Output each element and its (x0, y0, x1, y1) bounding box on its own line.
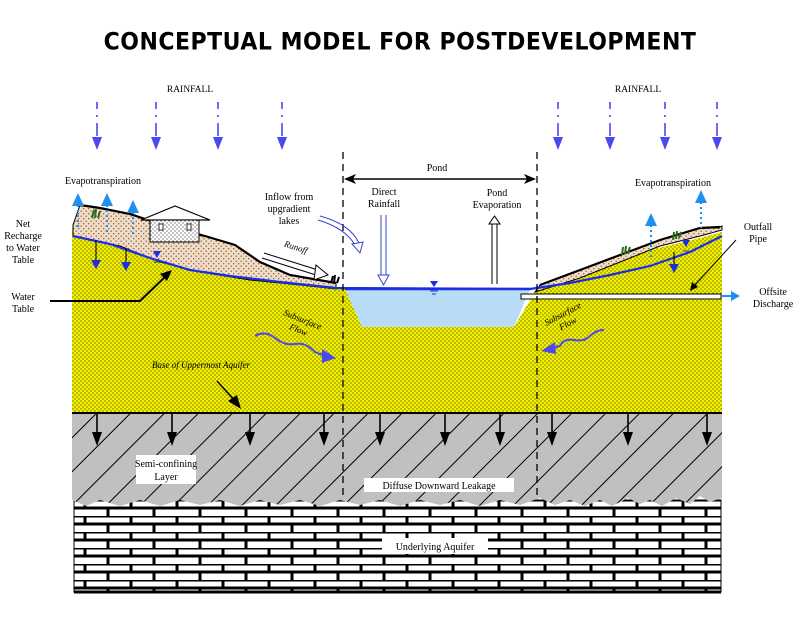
rain-arrow-icon (605, 102, 615, 150)
evapotranspiration-label-right: Evapotranspiration (635, 178, 711, 189)
net-recharge-label: Net Recharge to Water Table (4, 219, 42, 266)
svg-text:Direct: Direct (372, 187, 397, 198)
leakage-arrow-icon (495, 414, 505, 446)
leakage-arrow-icon (623, 414, 633, 446)
pond-width-arrow (344, 174, 536, 184)
inflow-arrow (317, 215, 364, 255)
water-level-symbol (153, 251, 161, 263)
diffuse-leakage-label: Diffuse Downward Leakage (382, 481, 496, 492)
svg-text:Layer: Layer (154, 472, 178, 483)
semi-confining-label-bg (136, 455, 196, 484)
direct-rainfall-arrow (377, 215, 390, 287)
leakage-arrow-icon (319, 414, 329, 446)
leakage-arrow-icon (440, 414, 450, 446)
svg-text:Pipe: Pipe (749, 234, 767, 245)
inflow-label: Inflow from upgradient lakes (265, 192, 314, 227)
plant-icon (330, 274, 340, 284)
outfall-pipe-pointer (690, 239, 737, 291)
svg-text:Rainfall: Rainfall (368, 199, 400, 210)
plant-icon (621, 245, 631, 256)
svg-text:Outfall: Outfall (744, 222, 773, 233)
rainfall-label-left: RAINFALL (167, 85, 213, 95)
pond-evaporation-arrow (488, 215, 501, 284)
semi-confining-label: Semi-confining Layer (135, 459, 197, 483)
underlying-aquifer-label-bg (382, 538, 488, 554)
leakage-arrows (92, 414, 712, 446)
leakage-arrow-icon (375, 414, 385, 446)
outfall-pipe (520, 291, 740, 301)
svg-text:Water: Water (11, 292, 35, 303)
diagram-title: CONCEPTUAL MODEL FOR POSTDEVELOPMENT (103, 28, 697, 57)
svg-text:Table: Table (12, 255, 35, 266)
svg-text:upgradient: upgradient (268, 204, 311, 215)
pond-evaporation-label: Pond Evaporation (473, 188, 522, 211)
rain-arrow-icon (277, 102, 287, 150)
evapotranspiration-arrow-icon (101, 193, 113, 232)
base-of-aquifer-label: Base of Uppermost Aquifer (152, 360, 251, 370)
water-table-pointer (50, 270, 172, 302)
pond (345, 281, 530, 327)
rain-arrow-icon (553, 102, 563, 150)
svg-text:Evaporation: Evaporation (473, 200, 522, 211)
leakage-arrow-icon (245, 414, 255, 446)
evapotranspiration-arrow-icon (645, 213, 657, 258)
offsite-discharge-arrow-icon (731, 291, 740, 301)
svg-text:lakes: lakes (279, 216, 300, 227)
uppermost-aquifer (72, 230, 722, 412)
base-aquifer-pointer (216, 380, 241, 409)
runoff-arrow (261, 252, 329, 281)
rain-arrow-icon (712, 102, 722, 150)
leakage-arrow-icon (92, 414, 102, 446)
offsite-discharge-label: Offsite Discharge (753, 287, 794, 310)
water-level-symbol (682, 240, 690, 252)
runoff-label: Runoff (282, 238, 310, 256)
pond-label: Pond (427, 163, 448, 174)
soil-right (533, 225, 723, 293)
subsurface-flow-arrow-right (541, 329, 605, 354)
diffuse-leakage-label-bg (364, 478, 514, 492)
plant-icon (672, 230, 682, 241)
evapotranspiration-arrow-icon (127, 200, 139, 236)
evapotranspiration-arrow-icon (695, 190, 707, 228)
svg-text:Offsite: Offsite (759, 287, 787, 298)
semi-confining-layer (72, 412, 722, 506)
underlying-aquifer-label: Underlying Aquifer (396, 542, 475, 553)
leakage-arrow-icon (167, 414, 177, 446)
subsurface-flow-arrow-left (254, 332, 336, 363)
rain-arrow-icon (660, 102, 670, 150)
leakage-arrow-icon (547, 414, 557, 446)
recharge-arrow-icon (121, 248, 131, 271)
evapotranspiration-label-left: Evapotranspiration (65, 176, 141, 187)
svg-text:Inflow from: Inflow from (265, 192, 314, 203)
recharge-arrow-icon (669, 252, 679, 273)
rainfall-arrows-right (553, 102, 722, 150)
rain-arrow-icon (213, 102, 223, 150)
house-icon (140, 205, 211, 243)
evapotranspiration-arrows (72, 190, 707, 258)
svg-text:Table: Table (12, 304, 35, 315)
water-table-line (72, 234, 723, 291)
rainfall-arrows-left (92, 102, 287, 150)
rain-arrow-icon (151, 102, 161, 150)
svg-text:Discharge: Discharge (753, 299, 794, 310)
water-level-symbol-pond (430, 281, 438, 295)
rain-arrow-icon (92, 102, 102, 150)
water-table-label: Water Table (11, 292, 35, 315)
leakage-arrow-icon (702, 414, 712, 446)
svg-text:Net: Net (16, 219, 31, 230)
direct-rainfall-label: Direct Rainfall (368, 187, 400, 210)
svg-text:to Water: to Water (6, 243, 40, 254)
plant-icon (91, 208, 101, 219)
rainfall-label-right: RAINFALL (615, 85, 661, 95)
svg-text:Semi-confining: Semi-confining (135, 459, 197, 470)
svg-text:Recharge: Recharge (4, 231, 42, 242)
evapotranspiration-arrow-icon (72, 193, 84, 230)
recharge-arrow-icon (91, 240, 101, 269)
outfall-pipe-label: Outfall Pipe (744, 222, 773, 245)
svg-text:Pond: Pond (487, 188, 508, 199)
